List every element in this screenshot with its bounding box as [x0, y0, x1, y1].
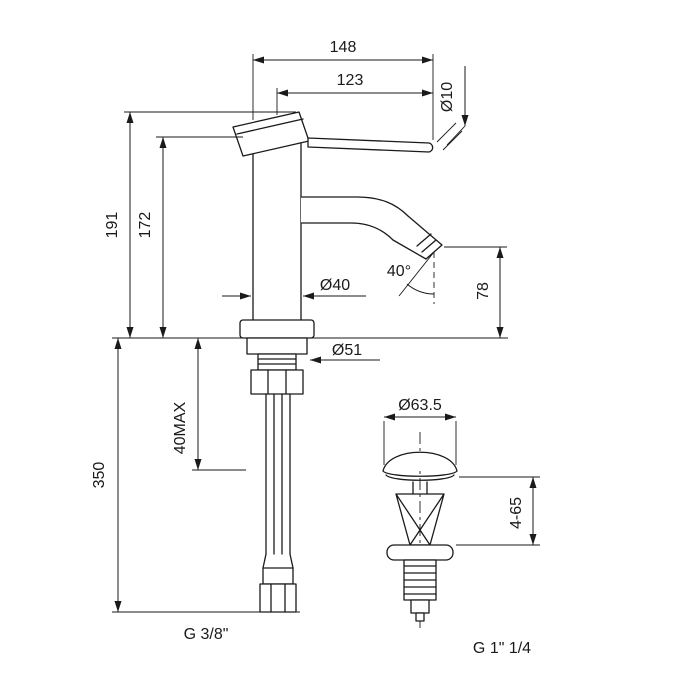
extension-line [456, 476, 540, 546]
dim-text: Ø63.5 [398, 397, 442, 414]
dim-hose-length-350: 350 [91, 338, 122, 612]
dim-spout-angle-40: 40° [387, 251, 435, 304]
aerator-lines [416, 233, 437, 253]
drain-tailpiece [410, 599, 430, 614]
dim-text: Ø51 [332, 342, 362, 359]
thread-label: G 3/8" [184, 626, 229, 643]
hose-end-facets [270, 583, 286, 613]
dim-body-diameter-40: Ø40 [222, 277, 366, 300]
body-outline [252, 142, 302, 321]
thread-label: G 1" 1/4 [473, 640, 531, 657]
dim-text: 172 [137, 212, 154, 239]
drain-cone [395, 493, 445, 546]
dim-text: 4-65 [508, 497, 525, 529]
dim-spout-height-78: 78 [444, 246, 507, 338]
angle-arc [406, 283, 435, 295]
dim-text: 40MAX [172, 401, 189, 454]
dim-text: 350 [91, 462, 108, 489]
base-plate [239, 319, 315, 339]
dim-text: 40° [387, 263, 411, 280]
dim-text: Ø40 [320, 277, 350, 294]
label-waste-thread: G 1" 1/4 [473, 640, 531, 657]
dim-height-191: 191 [104, 111, 296, 338]
dim-width-123: 123 [276, 72, 433, 115]
drain-threads [403, 565, 437, 595]
hose-end-nut [259, 583, 297, 613]
dim-waste-range-4-65: 4-65 [456, 476, 540, 546]
extension-line [383, 421, 457, 465]
supply-hoses [265, 393, 291, 555]
shank-threads [257, 358, 297, 365]
mounting-nut [250, 369, 304, 395]
dim-lever-diameter-10: Ø10 [436, 66, 469, 151]
dim-text: 78 [475, 282, 492, 300]
dim-base-diameter-51: Ø51 [310, 342, 380, 364]
faucet-front-view [112, 111, 508, 613]
drain-stem [412, 481, 428, 495]
drain-cap-rim [382, 470, 458, 477]
drain-cap-top [382, 451, 458, 472]
drain-flange [386, 544, 454, 561]
spout-outline [301, 196, 443, 260]
hose-taper [262, 553, 294, 569]
lever-grip-outline [232, 111, 310, 157]
dim-deck-max-40: 40MAX [172, 338, 246, 471]
label-inlet-thread: G 3/8" [184, 626, 229, 643]
angle-slant-line [398, 251, 435, 297]
locking-washer [246, 337, 308, 355]
hose-connector [262, 567, 294, 585]
dim-text: 148 [330, 39, 357, 56]
extension-line [252, 54, 434, 140]
dim-text: Ø10 [439, 82, 456, 112]
dim-cap-diameter-63-5: Ø63.5 [383, 397, 457, 465]
dim-width-148: 148 [252, 39, 434, 140]
threaded-shank [257, 353, 297, 371]
drain-tip [415, 612, 425, 622]
leader-line [446, 125, 466, 146]
extension-line [436, 122, 463, 151]
dim-text: 123 [337, 72, 364, 89]
dim-text: 191 [104, 212, 121, 239]
drain-assembly-view [382, 432, 458, 630]
nut-facets [267, 369, 287, 395]
lever-grip-seam [236, 118, 304, 135]
drain-cap-rim-lower [385, 474, 455, 481]
lever-rod [307, 137, 434, 153]
dim-height-172: 172 [137, 136, 243, 338]
